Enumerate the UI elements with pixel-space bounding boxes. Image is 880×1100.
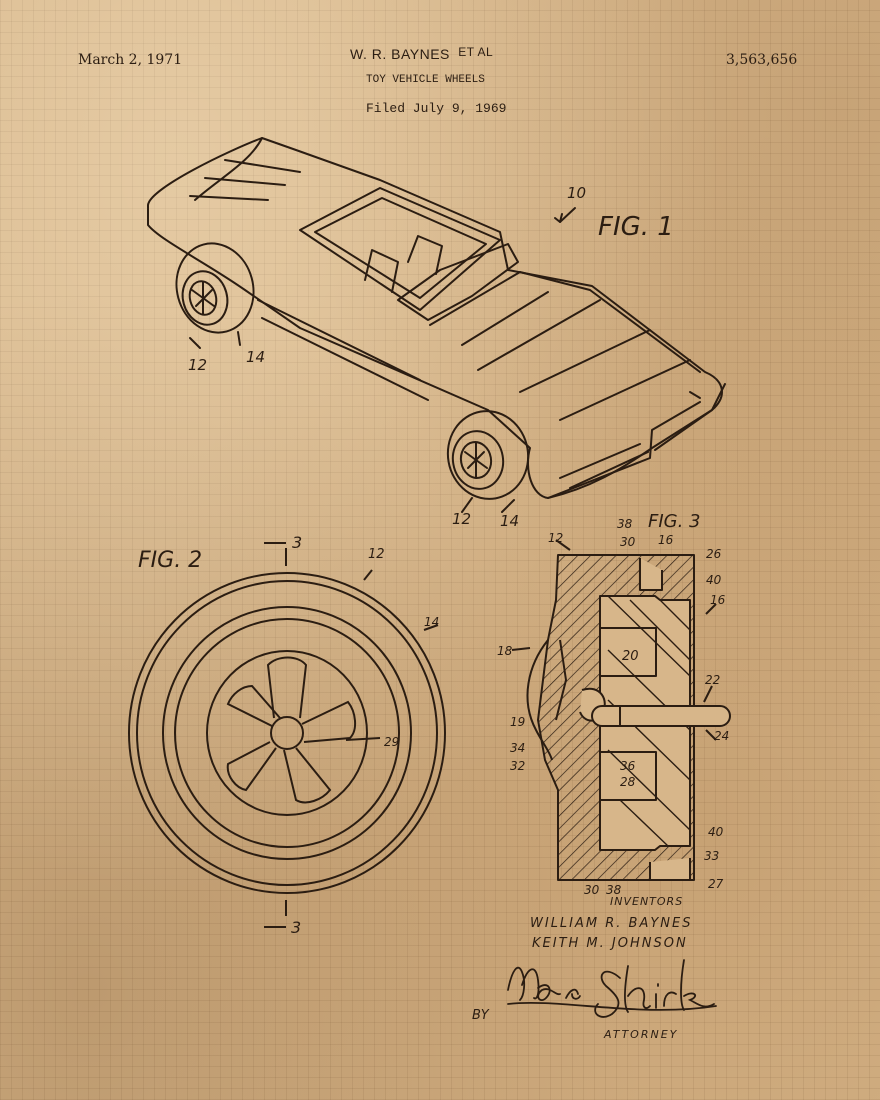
ref-24: 24 [714, 729, 729, 743]
ref-12-wheel: 12 [368, 547, 385, 562]
patent-title: TOY VEHICLE WHEELS [366, 74, 485, 86]
ref-22: 22 [705, 673, 720, 687]
by-label: BY [472, 1008, 489, 1023]
ref-14-wheel: 14 [424, 615, 439, 629]
inventor-2-name: KEITH M. JOHNSON [532, 936, 688, 951]
ref-14-car-front: 14 [500, 512, 519, 530]
ref-34: 34 [510, 741, 525, 755]
inventor-name: W. R. BAYNES [350, 46, 450, 62]
inventor-1-name: WILLIAM R. BAYNES [530, 916, 693, 931]
ref-38-top: 38 [617, 517, 633, 531]
cross-section-drawing [511, 539, 731, 881]
section-mark-3-top: 3 [292, 533, 302, 552]
ref-29-wheel: 29 [384, 735, 399, 749]
patent-date: March 2, 1971 [78, 52, 183, 68]
ref-28: 28 [620, 775, 636, 789]
ref-30-top: 30 [620, 535, 636, 549]
ref-32: 32 [510, 759, 525, 773]
toy-car-drawing [147, 137, 726, 513]
ref-30-bottom: 30 [584, 883, 600, 897]
wheel-face-drawing [128, 542, 446, 928]
ref-16-right: 16 [710, 593, 726, 607]
attorney-label: ATTORNEY [604, 1028, 679, 1041]
fig3-label: FIG. 3 [648, 511, 701, 532]
ref-33: 33 [704, 849, 719, 863]
signature [507, 959, 717, 1018]
ref-40-top: 40 [706, 573, 722, 587]
fig1-label: FIG. 1 [598, 212, 674, 242]
inventor-header: W. R. BAYNES ET AL [350, 45, 494, 62]
ref-20: 20 [622, 649, 639, 664]
inventors-label: INVENTORS [610, 895, 684, 908]
ref-10: 10 [567, 184, 586, 202]
rear-wheel [175, 242, 255, 334]
filed-date: Filed July 9, 1969 [366, 101, 507, 116]
ref-14-car-rear: 14 [246, 348, 265, 366]
ref-18: 18 [497, 644, 513, 658]
ref-40-bottom: 40 [708, 825, 724, 839]
section-mark-3-bottom: 3 [291, 918, 301, 937]
front-wheel [446, 410, 530, 500]
ref-26: 26 [706, 547, 722, 561]
ref-12-car-rear: 12 [188, 356, 207, 374]
ref-19: 19 [510, 715, 525, 729]
ref-12-section: 12 [548, 531, 563, 545]
ref-36: 36 [620, 759, 636, 773]
ref-27: 27 [708, 877, 724, 891]
et-al: ET AL [458, 45, 494, 59]
wheel-spokes [226, 656, 356, 804]
fig2-label: FIG. 2 [138, 548, 202, 573]
patent-number: 3,563,656 [726, 52, 798, 68]
ref-12-car-front: 12 [452, 510, 471, 528]
ref-38-bottom: 38 [606, 883, 622, 897]
ref-16-top: 16 [658, 533, 674, 547]
